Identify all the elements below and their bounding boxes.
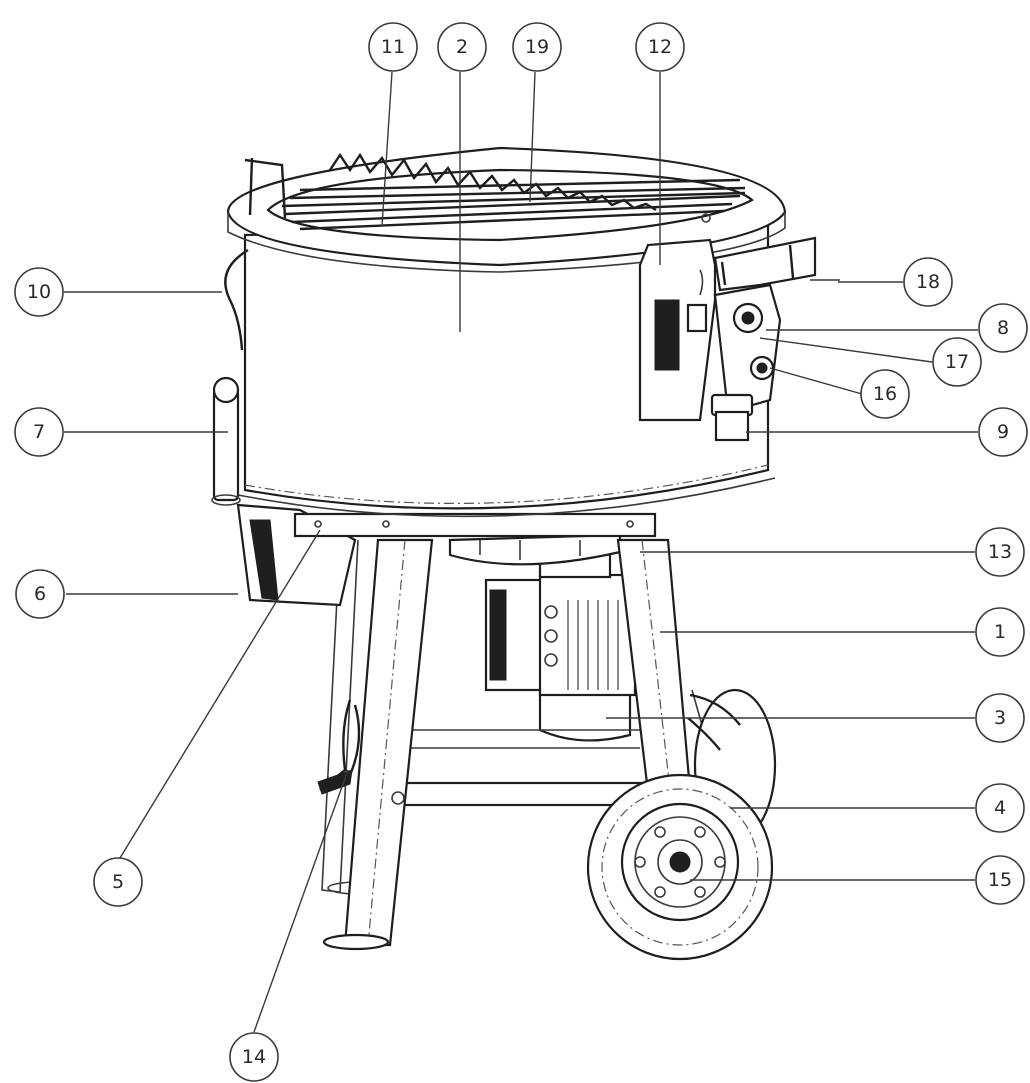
callout-5: 5 [93, 857, 143, 907]
callout-2-label: 2 [456, 36, 468, 58]
leader-lines [64, 71, 978, 1033]
leader-14 [253, 769, 349, 1033]
callout-17-circle [932, 337, 982, 387]
callout-9-circle [978, 407, 1028, 457]
wheels [586, 688, 777, 961]
callout-13-label: 13 [988, 541, 1012, 563]
drum [237, 223, 776, 518]
callouts: 1 2 3 4 5 6 7 8 [14, 22, 1028, 1082]
mixing-blades [329, 152, 657, 212]
callout-2: 2 [437, 22, 487, 72]
callout-4: 4 [975, 783, 1025, 833]
callout-7-circle [14, 407, 64, 457]
callout-6-circle [15, 569, 65, 619]
callout-14-label: 14 [242, 1046, 266, 1068]
callout-11-label: 11 [381, 36, 405, 58]
frame-bars [378, 729, 652, 807]
callout-16: 16 [860, 369, 910, 419]
callout-17: 17 [932, 337, 982, 387]
leader-5 [119, 529, 321, 859]
leader-16 [769, 367, 863, 395]
callout-9: 9 [978, 407, 1028, 457]
callout-9-label: 9 [997, 421, 1009, 443]
brake-lever [317, 699, 361, 795]
callout-15: 15 [975, 855, 1025, 905]
control-box [638, 213, 840, 442]
callout-6: 6 [15, 569, 65, 619]
callout-19-label: 19 [525, 36, 549, 58]
callout-7: 7 [14, 407, 64, 457]
callout-13: 13 [975, 527, 1025, 577]
callout-3-label: 3 [994, 707, 1006, 729]
callout-10: 10 [14, 267, 64, 317]
callout-14: 14 [229, 1032, 279, 1082]
motor [484, 551, 637, 742]
callout-12-label: 12 [648, 36, 672, 58]
callout-3: 3 [975, 693, 1025, 743]
callout-19-circle [512, 22, 562, 72]
callout-17-label: 17 [945, 351, 969, 373]
tilt-lever [211, 376, 241, 506]
callout-8: 8 [978, 303, 1028, 353]
callout-12-circle [635, 22, 685, 72]
callout-15-label: 15 [988, 869, 1012, 891]
leader-17 [759, 337, 933, 363]
callout-10-label: 10 [27, 281, 51, 303]
callout-16-label: 16 [873, 383, 897, 405]
callout-11: 11 [368, 22, 418, 72]
callout-5-label: 5 [112, 871, 124, 893]
callout-18: 18 [903, 257, 953, 307]
callout-7-label: 7 [33, 421, 45, 443]
callout-1: 1 [975, 607, 1025, 657]
mixer-illustration [211, 146, 840, 961]
callout-1-circle [975, 607, 1025, 657]
callout-3-circle [975, 693, 1025, 743]
safety-grid [266, 168, 754, 242]
callout-11-circle [368, 22, 418, 72]
callout-18-label: 18 [916, 271, 940, 293]
callout-4-circle [975, 783, 1025, 833]
callout-13-circle [975, 527, 1025, 577]
callout-16-circle [860, 369, 910, 419]
callout-14-circle [229, 1032, 279, 1082]
callout-5-circle [93, 857, 143, 907]
callout-1-label: 1 [994, 621, 1006, 643]
callout-15-circle [975, 855, 1025, 905]
discharge-chute [236, 503, 657, 607]
callout-10-circle [14, 267, 64, 317]
callout-4-label: 4 [994, 797, 1006, 819]
callout-6-label: 6 [34, 583, 46, 605]
handle [224, 157, 287, 351]
leader-11 [381, 71, 393, 227]
callout-18-circle [903, 257, 953, 307]
callout-8-circle [978, 303, 1028, 353]
callout-8-label: 8 [997, 317, 1009, 339]
callout-19: 19 [512, 22, 562, 72]
callout-12: 12 [635, 22, 685, 72]
front-left-leg [322, 538, 434, 951]
leader-19 [529, 71, 536, 203]
callout-2-circle [437, 22, 487, 72]
gear-housing [448, 533, 622, 566]
